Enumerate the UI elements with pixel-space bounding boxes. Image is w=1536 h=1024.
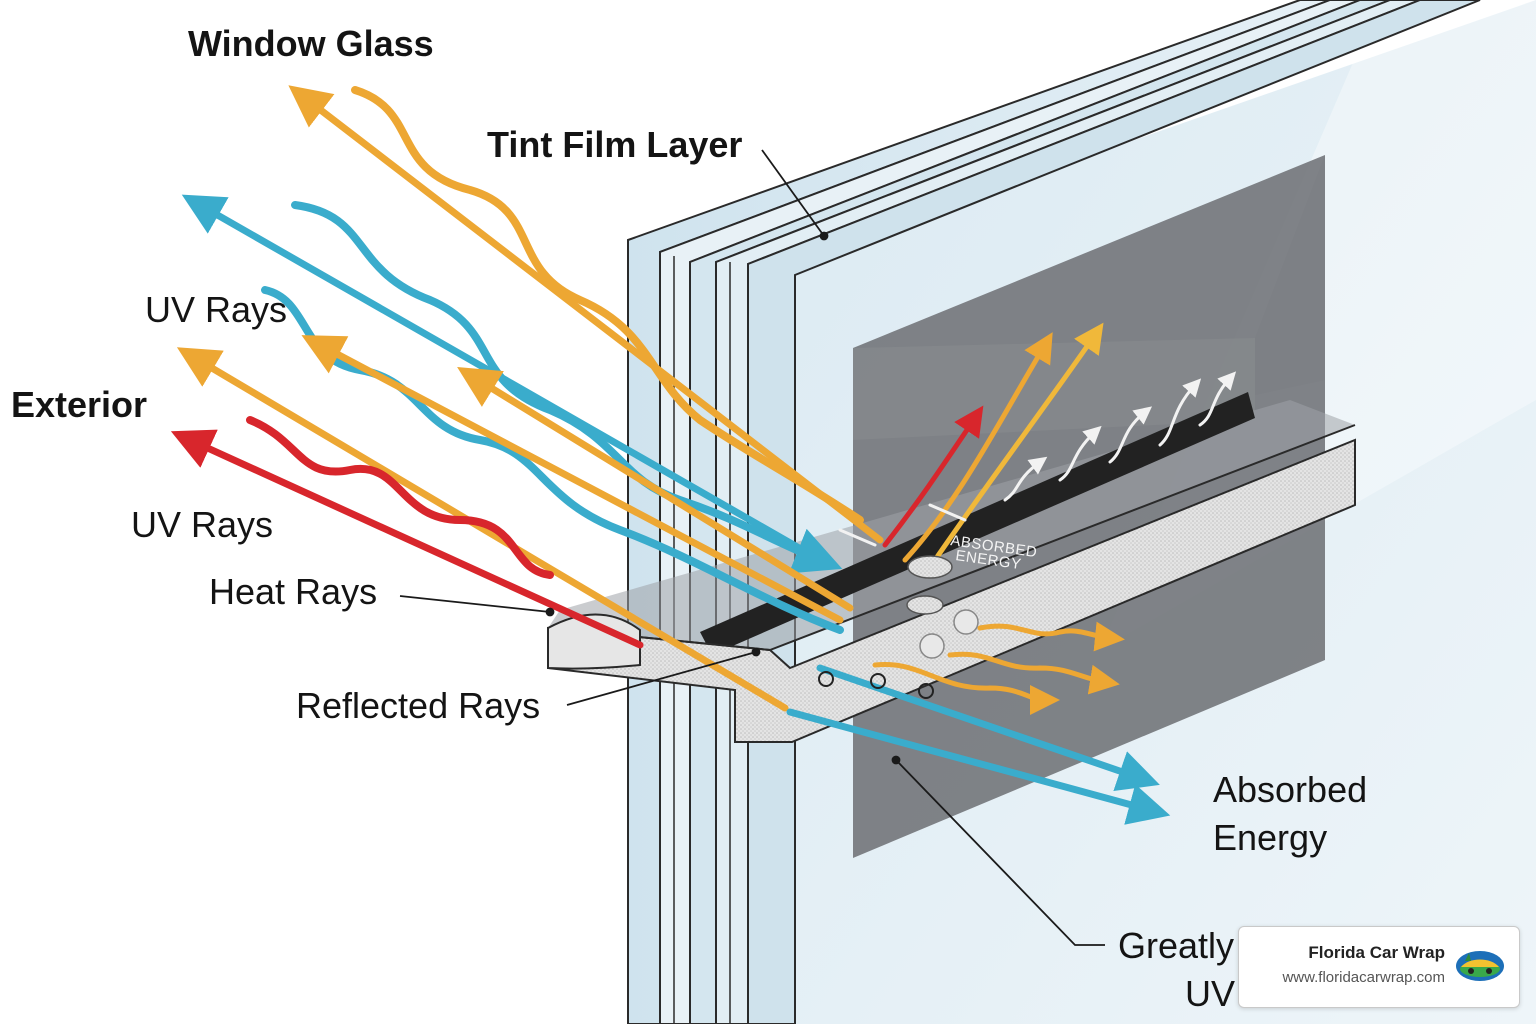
heat-dissipation-arrows bbox=[838, 371, 1237, 547]
label-greatly-line2: UV bbox=[1185, 973, 1235, 1014]
heat-ray-transmitted-3 bbox=[872, 661, 1060, 715]
tint-film-leader bbox=[761, 149, 825, 237]
energy-arrow-yellow bbox=[932, 322, 1104, 563]
label-greatly-line1: Greatly bbox=[1118, 925, 1234, 966]
energy-arrow-red bbox=[882, 405, 984, 548]
heat-ray-transmitted-1 bbox=[977, 621, 1125, 652]
label-absorbed-energy-line1: Absorbed bbox=[1213, 769, 1367, 810]
reflected-heat-ray bbox=[288, 85, 884, 544]
heat-ray-straight-3 bbox=[176, 347, 789, 712]
badge-url: www.floridacarwrap.com bbox=[1282, 969, 1445, 986]
red-ray-wave bbox=[246, 416, 554, 579]
heat-ray-transmitted-2 bbox=[947, 651, 1120, 695]
label-reflected-rays: Reflected Rays bbox=[296, 685, 540, 726]
heat-ray-straight-2 bbox=[457, 367, 854, 612]
watermark-badge[interactable]: Florida Car Wrap www.floridacarwrap.com bbox=[1238, 926, 1520, 1008]
florida-car-wrap-logo-icon bbox=[1456, 951, 1504, 981]
uv-ray-transmitted-2 bbox=[786, 708, 1171, 825]
label-heat-rays: Heat Rays bbox=[209, 571, 377, 612]
uv-ray-wave bbox=[291, 201, 843, 574]
label-absorbed-energy-line2: Energy bbox=[1213, 817, 1327, 858]
absorbed-particles bbox=[818, 555, 979, 699]
label-tint-film-layer: Tint Film Layer bbox=[487, 124, 742, 165]
reflected-rays-leader bbox=[566, 651, 757, 706]
energy-arrow-orange bbox=[902, 332, 1053, 563]
reflected-uv-ray bbox=[181, 194, 824, 564]
heat-ray-straight-1 bbox=[301, 335, 844, 624]
label-uv-rays-lower: UV Rays bbox=[131, 504, 273, 545]
heat-ray-wave bbox=[351, 86, 864, 524]
red-ray-straight bbox=[170, 429, 644, 649]
greatly-leader bbox=[895, 759, 1105, 946]
label-exterior: Exterior bbox=[11, 384, 147, 425]
label-uv-rays-top: UV Rays bbox=[145, 289, 287, 330]
label-window-glass: Window Glass bbox=[188, 23, 434, 64]
badge-title: Florida Car Wrap bbox=[1308, 943, 1445, 962]
rays bbox=[170, 85, 1171, 825]
heat-rays-leader bbox=[399, 595, 551, 613]
leader-lines bbox=[399, 149, 1105, 946]
